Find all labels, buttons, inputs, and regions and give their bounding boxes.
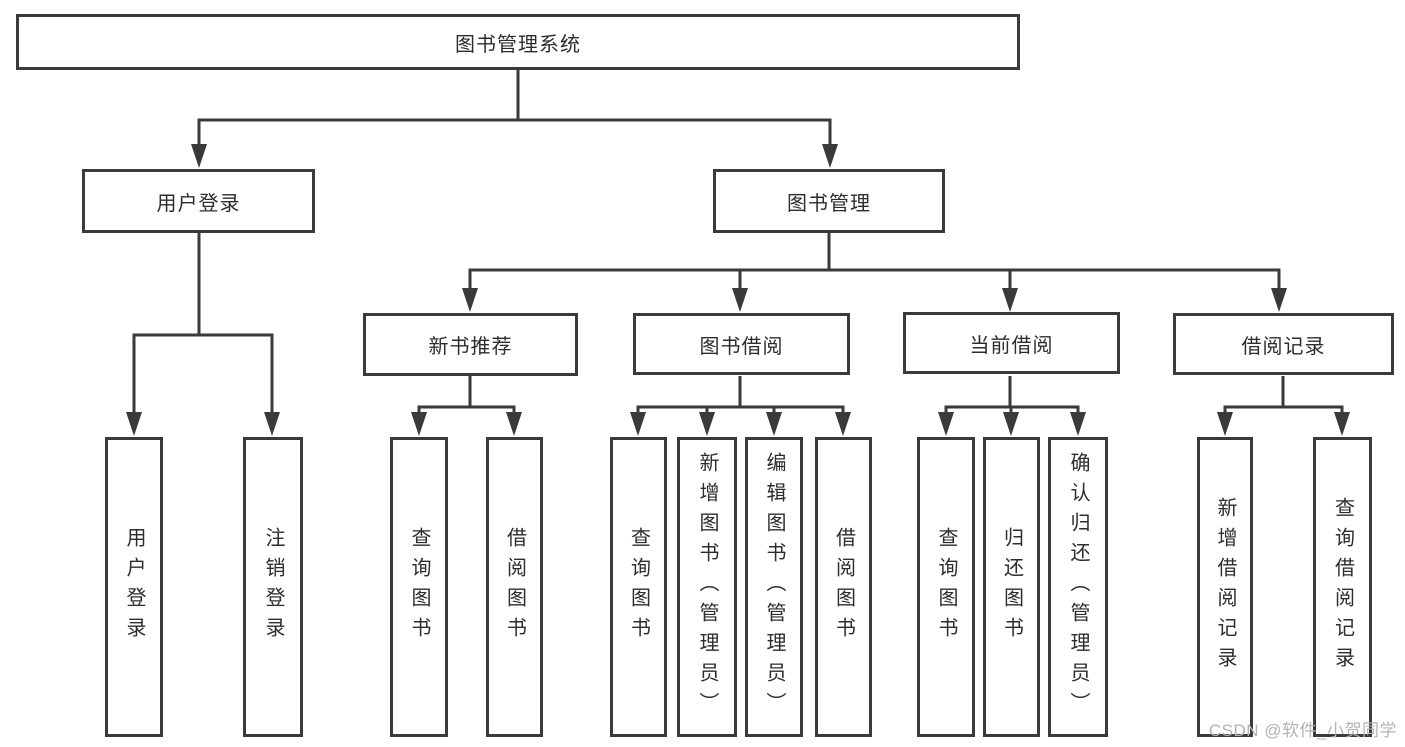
node-bb-edit-book-label: 编辑图书（管理员）	[763, 452, 785, 722]
arrowhead-book-mgmt	[822, 144, 838, 168]
node-user-login: 用户登录	[82, 169, 315, 233]
node-root: 图书管理系统	[16, 14, 1020, 70]
node-br-add-record: 新增借阅记录	[1197, 437, 1253, 737]
node-rec-query-book-label: 查询图书	[408, 527, 430, 647]
arrowhead-book-borrow	[732, 288, 748, 312]
arrowhead-borrow-records	[1271, 288, 1287, 312]
node-bb-borrow-book: 借阅图书	[815, 437, 872, 737]
node-br-query-record: 查询借阅记录	[1313, 437, 1372, 737]
edge-root-split	[197, 118, 832, 152]
arrowhead-cb-query	[938, 412, 954, 436]
node-leaf-logout-label: 注销登录	[262, 527, 284, 647]
arrowhead-current-borrow	[1002, 288, 1018, 312]
node-bb-query-book: 查询图书	[610, 437, 667, 737]
edge-borrow-records-split	[1223, 405, 1344, 416]
node-new-book-rec-label: 新书推荐	[428, 336, 513, 358]
node-bb-query-book-label: 查询图书	[627, 527, 650, 647]
arrowhead-new-book-rec	[462, 288, 478, 312]
arrowhead-bb-query	[630, 412, 646, 436]
node-rec-query-book: 查询图书	[390, 437, 448, 737]
node-user-login-label: 用户登录	[156, 192, 241, 215]
node-current-borrow: 当前借阅	[903, 312, 1120, 374]
node-leaf-user-login: 用户登录	[105, 437, 163, 737]
arrowhead-br-query	[1334, 412, 1350, 436]
node-br-add-record-label: 新增借阅记录	[1214, 497, 1236, 677]
arrowhead-bb-add	[699, 412, 715, 436]
node-leaf-user-login-label: 用户登录	[123, 527, 145, 647]
node-cb-confirm-return: 确认归还（管理员）	[1048, 437, 1108, 737]
edge-book-mgmt-split	[468, 268, 1281, 292]
arrowhead-cb-confirm	[1070, 412, 1086, 436]
node-cb-query-book-label: 查询图书	[935, 527, 957, 647]
node-bb-borrow-book-label: 借阅图书	[832, 527, 855, 647]
node-cb-return-book: 归还图书	[983, 437, 1040, 737]
node-book-mgmt-label: 图书管理	[787, 192, 871, 215]
node-root-label: 图书管理系统	[455, 33, 581, 56]
node-book-borrow-label: 图书借阅	[699, 335, 784, 358]
arrowhead-cb-return	[1003, 412, 1019, 436]
node-new-book-rec: 新书推荐	[363, 313, 578, 376]
arrowhead-leaf-logout	[264, 412, 280, 436]
node-bb-add-book: 新增图书（管理员）	[677, 437, 737, 737]
arrowhead-rec-query	[411, 412, 427, 436]
node-borrow-records-label: 借阅记录	[1241, 335, 1326, 358]
node-bb-edit-book: 编辑图书（管理员）	[745, 437, 803, 737]
arrowhead-br-add	[1217, 412, 1233, 436]
node-book-borrow: 图书借阅	[633, 313, 850, 375]
node-rec-borrow-book: 借阅图书	[486, 437, 543, 737]
arrowhead-leaf-user-login	[126, 412, 142, 436]
node-cb-confirm-return-label: 确认归还（管理员）	[1067, 452, 1089, 722]
node-cb-query-book: 查询图书	[917, 437, 975, 737]
node-borrow-records: 借阅记录	[1173, 313, 1394, 375]
node-bb-add-book-label: 新增图书（管理员）	[696, 452, 718, 722]
arrowhead-bb-edit	[766, 412, 782, 436]
edge-user-login-split	[132, 333, 274, 416]
node-leaf-logout: 注销登录	[243, 437, 303, 737]
arrowhead-bb-borrow	[835, 412, 851, 436]
edge-new-book-rec-split	[417, 405, 516, 416]
node-book-mgmt: 图书管理	[713, 169, 945, 233]
edge-book-borrow-split	[636, 405, 845, 416]
csdn-watermark: CSDN @软件_小贺同学	[1208, 721, 1397, 740]
arrowhead-user-login	[191, 144, 207, 168]
node-rec-borrow-book-label: 借阅图书	[503, 527, 526, 647]
node-current-borrow-label: 当前借阅	[969, 334, 1054, 357]
node-cb-return-book-label: 归还图书	[1000, 527, 1023, 647]
arrowhead-rec-borrow	[506, 412, 522, 436]
node-br-query-record-label: 查询借阅记录	[1331, 497, 1354, 677]
